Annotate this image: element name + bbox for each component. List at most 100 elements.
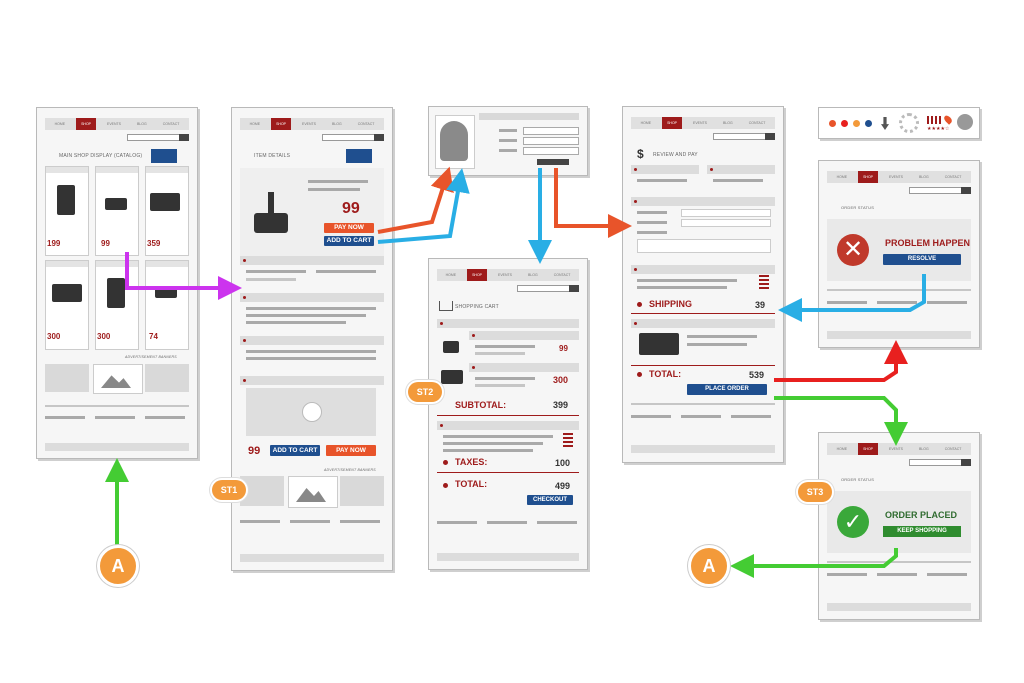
page-title: SHOPPING CART [455,304,499,310]
play-icon[interactable] [302,402,322,422]
cart-icon[interactable] [151,149,177,163]
nav-events[interactable]: EVENTS [107,122,122,126]
section-header [437,319,579,328]
text-line [475,352,525,355]
nav-home[interactable]: HOME [445,273,457,277]
checkout-button[interactable]: CHECKOUT [527,495,573,505]
error-icon: ✕ [837,234,869,266]
cart-icon[interactable] [346,149,372,163]
nav-shop[interactable]: SHOP [271,118,291,130]
add-to-cart-button[interactable]: ADD TO CART [324,236,374,246]
section-header [240,376,384,385]
pay-now-button[interactable]: PAY NOW [324,223,374,233]
keep-shopping-button[interactable]: KEEP SHOPPING [883,526,961,537]
section-header [240,336,384,345]
total-label: TOTAL: [649,369,682,379]
search-input[interactable] [517,285,579,292]
text-line [637,179,687,182]
nav-shop[interactable]: SHOP [858,443,878,455]
nav-blog[interactable]: BLOG [137,122,147,126]
nav-blog[interactable]: BLOG [528,273,538,277]
nav-home[interactable]: HOME [249,122,261,126]
total-value: 499 [555,481,571,491]
text-line [713,179,763,182]
nav-events[interactable]: EVENTS [889,175,904,179]
nav-shop[interactable]: SHOP [858,171,878,183]
email-field[interactable] [523,147,579,155]
product-card[interactable] [145,166,189,256]
play-button-icon[interactable] [957,114,973,130]
pay-now-button[interactable]: PAY NOW [326,445,376,456]
nav-contact[interactable]: CONTACT [944,175,962,179]
text-line [637,221,667,224]
catalog-page: HOME SHOP EVENTS BLOG CONTACT MAIN SHOP … [36,107,198,459]
nav-contact[interactable]: CONTACT [357,122,375,126]
nav-blog[interactable]: BLOG [723,121,733,125]
add-to-cart-button[interactable]: ADD TO CART [270,445,320,456]
ad-banner[interactable] [145,364,189,392]
nav-home[interactable]: HOME [836,175,848,179]
divider [631,313,775,314]
password-field[interactable] [523,137,579,145]
nav-blog[interactable]: BLOG [332,122,342,126]
ad-banner-label: ADVERTISEMENT BANNERS [125,355,177,359]
product-price: 199 [47,239,61,248]
nav-contact[interactable]: CONTACT [944,447,962,451]
text-line [246,321,346,324]
product-card[interactable] [45,260,89,350]
page-footer [631,445,775,453]
nav-blog[interactable]: BLOG [919,447,929,451]
nav-contact[interactable]: CONTACT [748,121,766,125]
nav-events[interactable]: EVENTS [889,447,904,451]
text-line [308,188,360,191]
item-details-page: HOME SHOP EVENTS BLOG CONTACT ITEM DETAI… [231,107,393,571]
product-card[interactable] [145,260,189,350]
notes-field[interactable] [637,239,771,253]
resolve-button[interactable]: RESOLVE [883,254,961,265]
ad-banner[interactable] [45,364,89,392]
product-price: 300 [97,332,111,341]
product-card[interactable] [95,166,139,256]
order-placed-title: ORDER PLACED [885,510,958,520]
ad-banner[interactable] [240,476,284,506]
search-input[interactable] [713,133,775,140]
ad-banner[interactable] [93,364,143,394]
text-line [246,350,376,353]
text-line [877,301,917,304]
text-line [145,416,185,419]
nav-home[interactable]: HOME [836,447,848,451]
submit-button[interactable] [537,159,569,165]
camera-icon [150,193,180,211]
ad-banner[interactable] [288,476,338,508]
nav-shop[interactable]: SHOP [467,269,487,281]
product-price: 74 [149,332,158,341]
nav-contact[interactable]: CONTACT [553,273,571,277]
nav-bar: HOME SHOP EVENTS BLOG CONTACT [827,171,971,183]
nav-contact[interactable]: CONTACT [162,122,180,126]
nav-shop[interactable]: SHOP [662,117,682,129]
place-order-button[interactable]: PLACE ORDER [687,384,767,395]
bullet-icon [637,372,642,377]
nav-events[interactable]: EVENTS [302,122,317,126]
nav-events[interactable]: EVENTS [498,273,513,277]
text-line [637,231,667,234]
ad-banner[interactable] [340,476,384,506]
section-header [631,265,775,274]
city-field[interactable] [681,219,771,227]
text-line [631,403,775,405]
nav-shop[interactable]: SHOP [76,118,96,130]
nav-home[interactable]: HOME [54,122,66,126]
red-arrow-review-to-problem [774,340,908,382]
search-input[interactable] [909,459,971,466]
search-input[interactable] [127,134,189,141]
address-field[interactable] [681,209,771,217]
badge-st1: ST1 [212,480,246,500]
search-input[interactable] [909,187,971,194]
nav-home[interactable]: HOME [640,121,652,125]
nav-blog[interactable]: BLOG [919,175,929,179]
bars-icon [927,116,941,124]
search-input[interactable] [322,134,384,141]
text-line [316,270,376,273]
nav-events[interactable]: EVENTS [693,121,708,125]
username-field[interactable] [523,127,579,135]
